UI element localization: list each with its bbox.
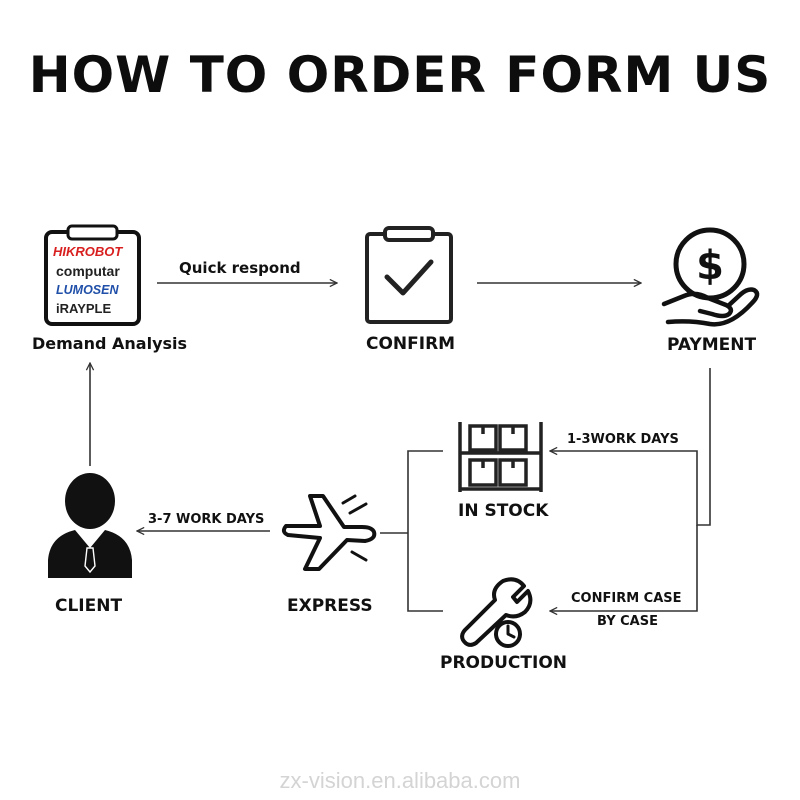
- brand-hikrobot: HIKROBOT: [53, 244, 123, 259]
- label-confirm: CONFIRM: [366, 334, 456, 354]
- wrench-clock-icon: [460, 577, 533, 648]
- dollar-hand-icon: $: [661, 227, 760, 327]
- shelf-boxes-icon: [458, 422, 543, 492]
- airplane-icon: [281, 494, 377, 571]
- label-in-stock: IN STOCK: [458, 501, 549, 521]
- watermark: zx-vision.en.alibaba.com: [279, 768, 521, 793]
- label-client: CLIENT: [55, 596, 123, 616]
- bracket-to-express: [407, 450, 443, 612]
- svg-text:$: $: [696, 243, 724, 289]
- label-express: EXPRESS: [287, 596, 373, 616]
- brand-computar: computar: [56, 263, 120, 279]
- brand-irayple: iRAYPLE: [56, 301, 112, 316]
- check-clipboard-icon: [365, 226, 453, 324]
- label-quick-respond: Quick respond: [179, 259, 301, 277]
- brand-lumosen: LUMOSEN: [56, 283, 119, 297]
- label-confirm-case-1: CONFIRM CASE: [571, 591, 682, 606]
- clipboard-icon: [44, 224, 141, 326]
- label-production: PRODUCTION: [440, 653, 567, 673]
- page-title: HOW TO ORDER FORM US: [28, 46, 772, 104]
- arrow-payment-to-production: [550, 525, 698, 611]
- label-3-7-work-days: 3-7 WORK DAYS: [148, 512, 265, 527]
- label-demand-analysis: Demand Analysis: [32, 334, 188, 353]
- label-1-3-work-days: 1-3WORK DAYS: [567, 432, 679, 447]
- label-payment: PAYMENT: [667, 335, 757, 355]
- person-icon: [48, 473, 132, 578]
- label-confirm-case-2: BY CASE: [597, 614, 658, 629]
